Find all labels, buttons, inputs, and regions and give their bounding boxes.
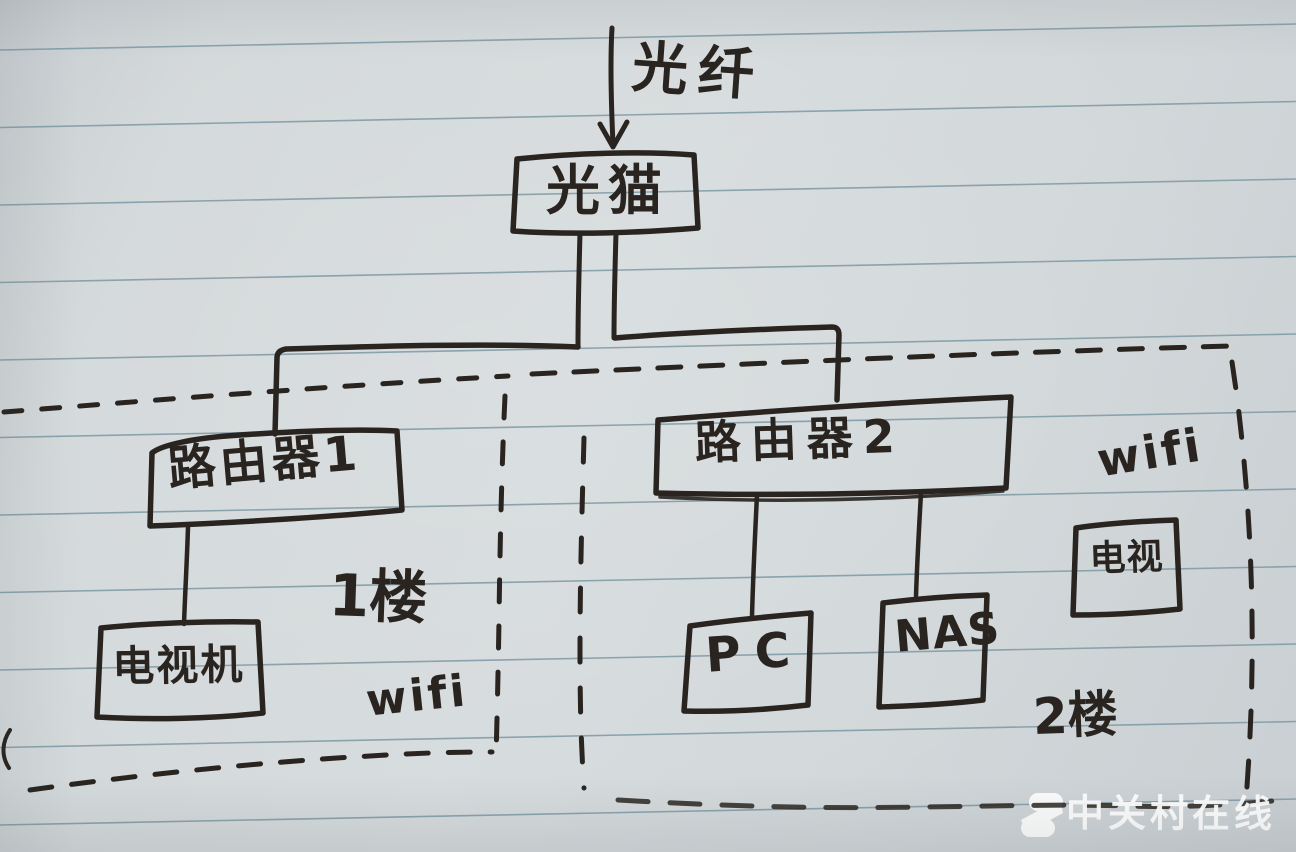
- modem-label: 光猫: [546, 159, 670, 222]
- link-router2-nas: [913, 490, 924, 599]
- link-modem-router2: [612, 324, 842, 403]
- pc-box: [681, 610, 814, 714]
- pc-label: PC: [703, 621, 806, 684]
- floor2-boundary-dash-bottom: [615, 796, 1295, 811]
- fiber-arrow-shaft: [608, 25, 616, 147]
- tv-floor2-label: 电视: [1088, 536, 1165, 580]
- nas-box: [876, 592, 990, 710]
- nas-label: NAS: [892, 602, 1003, 663]
- tv-floor1-label: 电视机: [111, 639, 245, 691]
- router2-label: 路由器2: [693, 408, 906, 470]
- floor1-zone-label: 1楼: [327, 561, 429, 633]
- link-modem-router1: [272, 342, 581, 437]
- floor2-boundary-dash-right: [1229, 359, 1255, 803]
- zone-boundaries: [1, 343, 1255, 803]
- floor2-zone-label: 2楼: [1031, 685, 1119, 746]
- modem-drop-line-right: [611, 230, 619, 341]
- watermark-brand-text: 中关村在线: [1065, 791, 1277, 837]
- fiber-arrowhead-icon: [597, 119, 630, 150]
- tv-floor2-box: [1070, 517, 1183, 618]
- floor-boundary-dash-top-right: [529, 343, 1233, 377]
- modem-drop-line-left: [575, 230, 583, 349]
- link-router2-pc: [749, 492, 760, 619]
- router1-box: [147, 427, 405, 529]
- floor1-boundary-dash-right: [493, 393, 508, 761]
- modem-box: [510, 150, 701, 236]
- floor2-boundary-dash-left: [577, 435, 587, 791]
- floor-boundary-dash-top-left: [1, 373, 511, 415]
- floor1-boundary-edge-curve: [1, 728, 12, 770]
- zol-logo-icon: [1021, 793, 1063, 837]
- ruled-lines: [0, 23, 1296, 826]
- tv-floor1-box: [94, 619, 266, 722]
- link-router1-tv: [181, 524, 191, 627]
- fiber-label: 光纤: [629, 35, 767, 110]
- floor1-boundary-dash-bottom: [27, 749, 495, 793]
- router2-box: [653, 394, 1014, 498]
- floor1-wifi-label: wifi: [363, 665, 471, 727]
- router2-box-retrace: [658, 489, 1005, 502]
